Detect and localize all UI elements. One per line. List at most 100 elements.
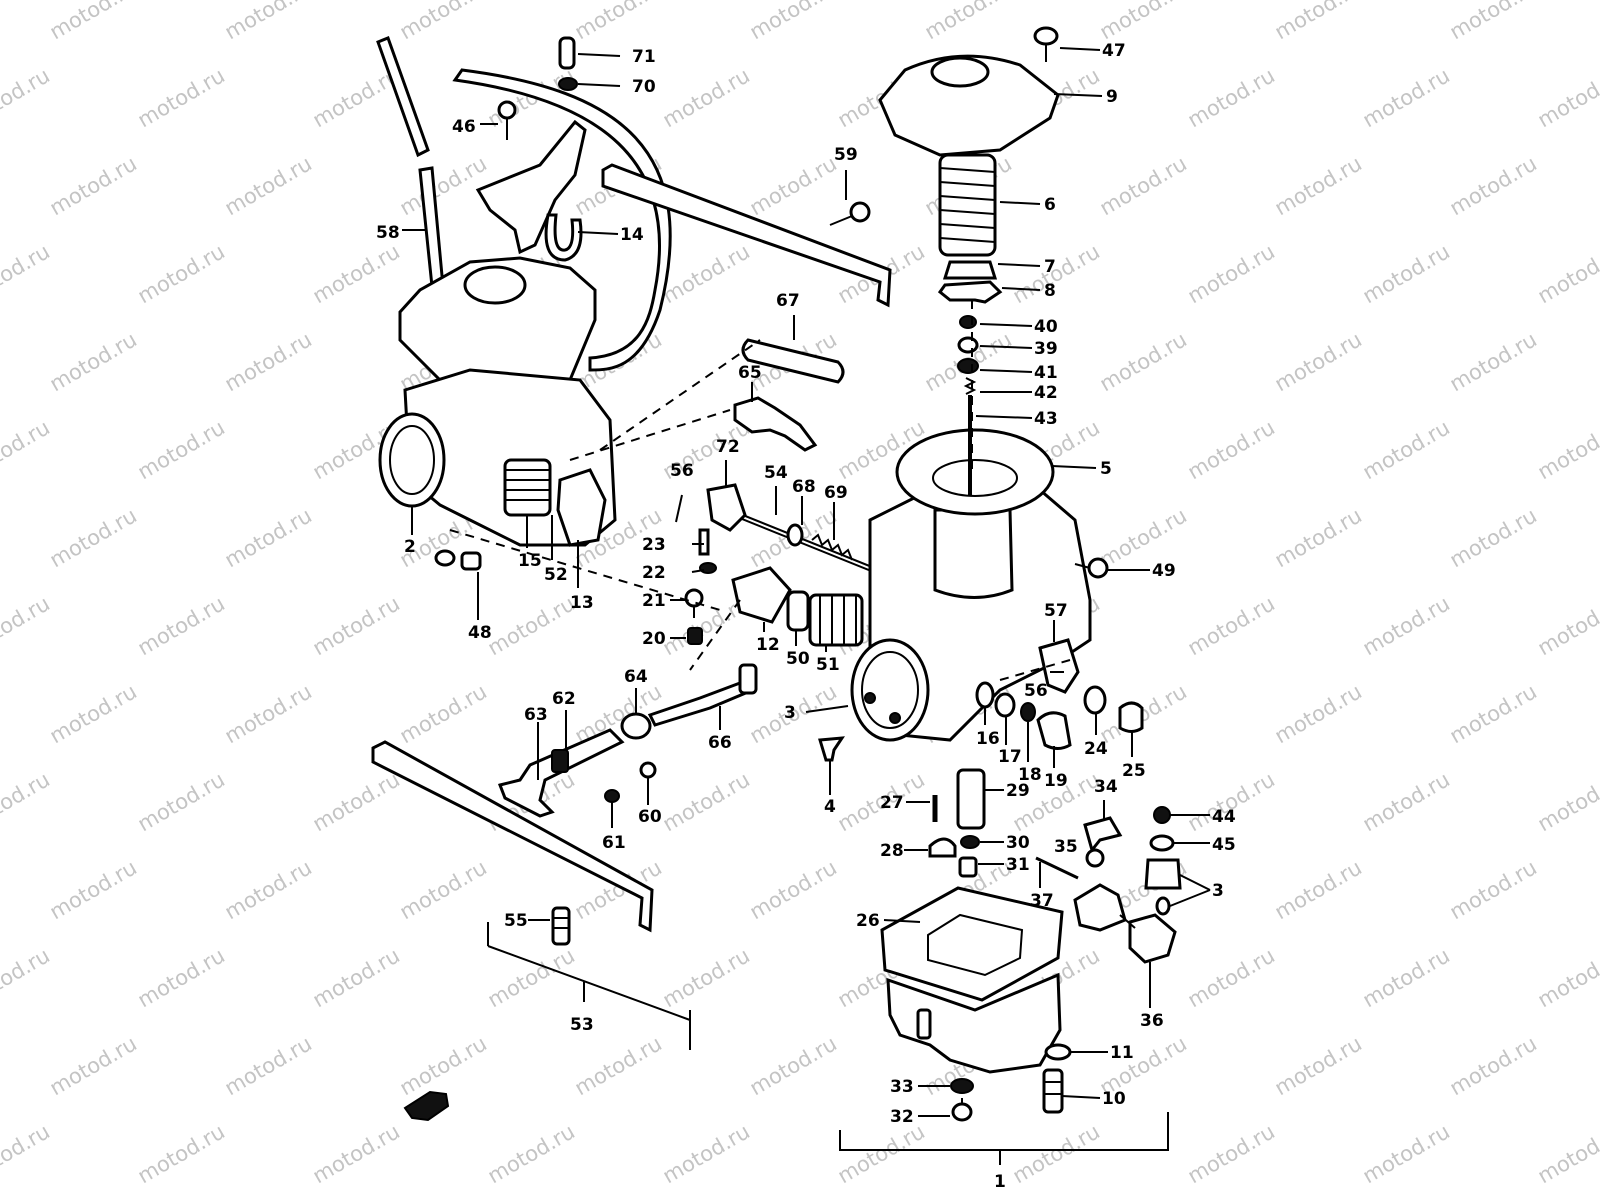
dash-line-2	[569, 409, 731, 461]
washer-30	[960, 835, 980, 849]
watermark-text: motod.ru	[746, 1031, 841, 1100]
watermark-text: motod.ru	[0, 943, 54, 1012]
watermark-text: motod.ru	[1271, 1031, 1366, 1100]
watermark-text: motod.ru	[1359, 63, 1454, 132]
fitting-65	[733, 396, 818, 452]
watermark-text: motod.ru	[0, 591, 54, 660]
watermark-text: motod.ru	[1359, 239, 1454, 308]
leader-40	[979, 323, 1033, 327]
callout-30: 30	[1006, 833, 1030, 853]
watermark-text: motod.ru	[396, 1031, 491, 1100]
spring-51	[808, 593, 864, 647]
pin-56	[675, 494, 683, 523]
callout-36: 36	[1140, 1011, 1164, 1031]
callout-11: 11	[1110, 1043, 1134, 1063]
leader-8	[1001, 287, 1041, 291]
callout-1: 1	[994, 1172, 1006, 1192]
watermark-text: motod.ru	[396, 0, 491, 44]
watermark-text: motod.ru	[484, 943, 579, 1012]
bracket-group-1	[839, 1112, 1169, 1165]
callout-55: 55	[504, 911, 528, 931]
watermark-text: motod.ru	[0, 63, 54, 132]
callout-7: 7	[1044, 257, 1056, 277]
washer-70	[558, 77, 578, 91]
callout-53: 53	[570, 1015, 594, 1035]
callout-49: 49	[1152, 561, 1176, 581]
callout-33: 33	[890, 1077, 914, 1097]
callout-34: 34	[1094, 777, 1118, 797]
clip-23	[698, 528, 710, 556]
spring-62	[551, 749, 569, 773]
watermark-text: motod.ru	[396, 151, 491, 220]
callout-47: 47	[1102, 41, 1126, 61]
watermark-text: motod.ru	[134, 767, 229, 836]
callout-68: 68	[792, 477, 816, 497]
watermark-text: motod.ru	[1359, 1119, 1454, 1188]
watermark-text: motod.ru	[659, 239, 754, 308]
lever-57	[1038, 638, 1080, 694]
callout-43: 43	[1034, 409, 1058, 429]
callout-61: 61	[602, 833, 626, 853]
callout-54: 54	[764, 463, 788, 483]
spring-6	[938, 153, 997, 257]
callout-labels: 1 2 3 3 4 5 6 7 8 9 10 11 12 13 14 15 16…	[376, 41, 1236, 1192]
watermark-text: motod.ru	[1446, 679, 1541, 748]
callout-69: 69	[824, 483, 848, 503]
watermark-text: motod.ru	[46, 855, 141, 924]
watermark-text: motod.ru	[134, 591, 229, 660]
callout-57: 57	[1044, 601, 1068, 621]
watermark-text: motod.ru	[309, 591, 404, 660]
callout-9: 9	[1106, 87, 1118, 107]
pilot-screw-66	[647, 681, 751, 727]
watermark-text: motod.ru	[0, 1119, 54, 1188]
watermark-text: motod.ru	[746, 855, 841, 924]
watermark-text: motod.ru	[46, 0, 141, 44]
washer-61	[604, 789, 620, 803]
leader-43	[975, 415, 1033, 419]
callout-67: 67	[776, 291, 800, 311]
watermark-text: motod.ru	[1271, 503, 1366, 572]
screw-59	[829, 201, 871, 226]
screw-48	[434, 549, 482, 571]
rail-bracket-top	[601, 163, 892, 308]
leader-5	[1051, 465, 1097, 469]
callout-50: 50	[786, 649, 810, 669]
jet-31	[958, 856, 978, 878]
watermark-text: motod.ru	[396, 855, 491, 924]
watermark-text: motod.ru	[46, 327, 141, 396]
callout-5: 5	[1100, 459, 1112, 479]
watermark-text: motod.ru	[834, 1119, 929, 1188]
watermark-text: motod.ru	[134, 63, 229, 132]
watermark-text: motod.ru	[221, 1031, 316, 1100]
cap-25	[1118, 701, 1144, 733]
float-36-b	[1128, 913, 1177, 964]
washer-45	[1149, 834, 1175, 852]
callout-27: 27	[880, 793, 904, 813]
watermark-text: motod.ru	[571, 1031, 666, 1100]
leader-39	[979, 345, 1033, 349]
watermark-text: motod.ru	[484, 591, 579, 660]
leader-10	[1061, 1095, 1101, 1099]
watermark-text: motod.ru	[1446, 0, 1541, 44]
leader-70	[577, 83, 621, 87]
callout-42: 42	[1034, 383, 1058, 403]
watermark-text: motod.ru	[1534, 767, 1600, 836]
carb-left-top-cover	[398, 256, 597, 397]
washer-68	[786, 523, 804, 547]
callout-51: 51	[816, 655, 840, 675]
carb-right-throttle-bore	[933, 508, 1014, 599]
watermark-text: motod.ru	[1009, 1119, 1104, 1188]
callout-4: 4	[824, 797, 836, 817]
vent-hose	[452, 68, 672, 372]
callout-23: 23	[642, 535, 666, 555]
watermark-text: motod.ru	[221, 327, 316, 396]
callout-66: 66	[708, 733, 732, 753]
dash-line-6	[999, 659, 1071, 681]
washer-40	[959, 315, 977, 329]
callout-2: 2	[404, 537, 416, 557]
callout-20: 20	[642, 629, 666, 649]
watermark-text: motod.ru	[134, 1119, 229, 1188]
watermark-text: motod.ru	[1271, 0, 1366, 44]
leader-41	[979, 369, 1033, 373]
